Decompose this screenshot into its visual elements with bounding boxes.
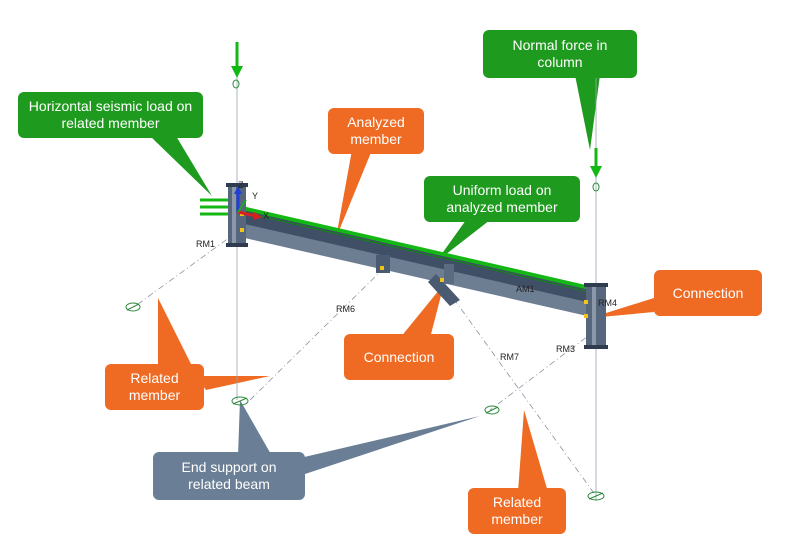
normal-force-callout: Normal force in column <box>483 30 637 78</box>
normal-force-arrow-left <box>231 42 243 89</box>
seismic-load-arrows <box>200 198 228 216</box>
normal-force-arrow-right <box>590 148 602 192</box>
local-axes <box>234 186 262 220</box>
axis-y-label: Y <box>252 191 258 201</box>
end-support-callout: End support on related beam <box>153 452 305 500</box>
right-column <box>584 283 608 349</box>
member-label-rm1: RM1 <box>196 239 215 249</box>
connection-mid-callout: Connection <box>344 334 454 380</box>
related-member-left-callout: Related member <box>105 364 204 410</box>
mid-connection <box>376 255 460 306</box>
related-member-bottom-callout: Related member <box>468 488 566 534</box>
support-icon <box>125 302 605 501</box>
related-left-callout-tail <box>158 298 194 370</box>
member-label-am1: AM1 <box>516 284 535 294</box>
uniform-load-callout: Uniform load on analyzed member <box>424 176 580 222</box>
rm3-line <box>489 329 597 411</box>
connection-mid-callout-tail <box>400 284 444 338</box>
member-label-rm4: RM4 <box>598 298 617 308</box>
uniform-callout-tail <box>436 220 490 262</box>
rm6-line <box>249 267 385 401</box>
analyzed-member-callout: Analyzed member <box>328 108 424 154</box>
seismic-callout-tail <box>150 136 212 196</box>
member-label-rm7: RM7 <box>500 352 519 362</box>
end-support-callout-tail <box>238 400 272 456</box>
seismic-load-callout: Horizontal seismic load on related membe… <box>18 92 203 138</box>
analyzed-callout-tail <box>336 150 372 238</box>
related-bottom-callout-tail <box>518 410 548 492</box>
member-label-rm6: RM6 <box>336 304 355 314</box>
uniform-load-strip <box>241 206 591 293</box>
member-label-rm3: RM3 <box>556 344 575 354</box>
normal-force-callout-tail <box>575 75 600 150</box>
rm1-line <box>133 231 238 308</box>
axis-x-label: X <box>263 211 269 221</box>
connection-right-callout: Connection <box>654 270 762 316</box>
axis-z-label: Z <box>238 180 244 190</box>
related-left-callout-tail-2 <box>196 376 270 390</box>
rm7-line <box>445 287 597 497</box>
end-support-callout-tail-2 <box>300 416 480 474</box>
